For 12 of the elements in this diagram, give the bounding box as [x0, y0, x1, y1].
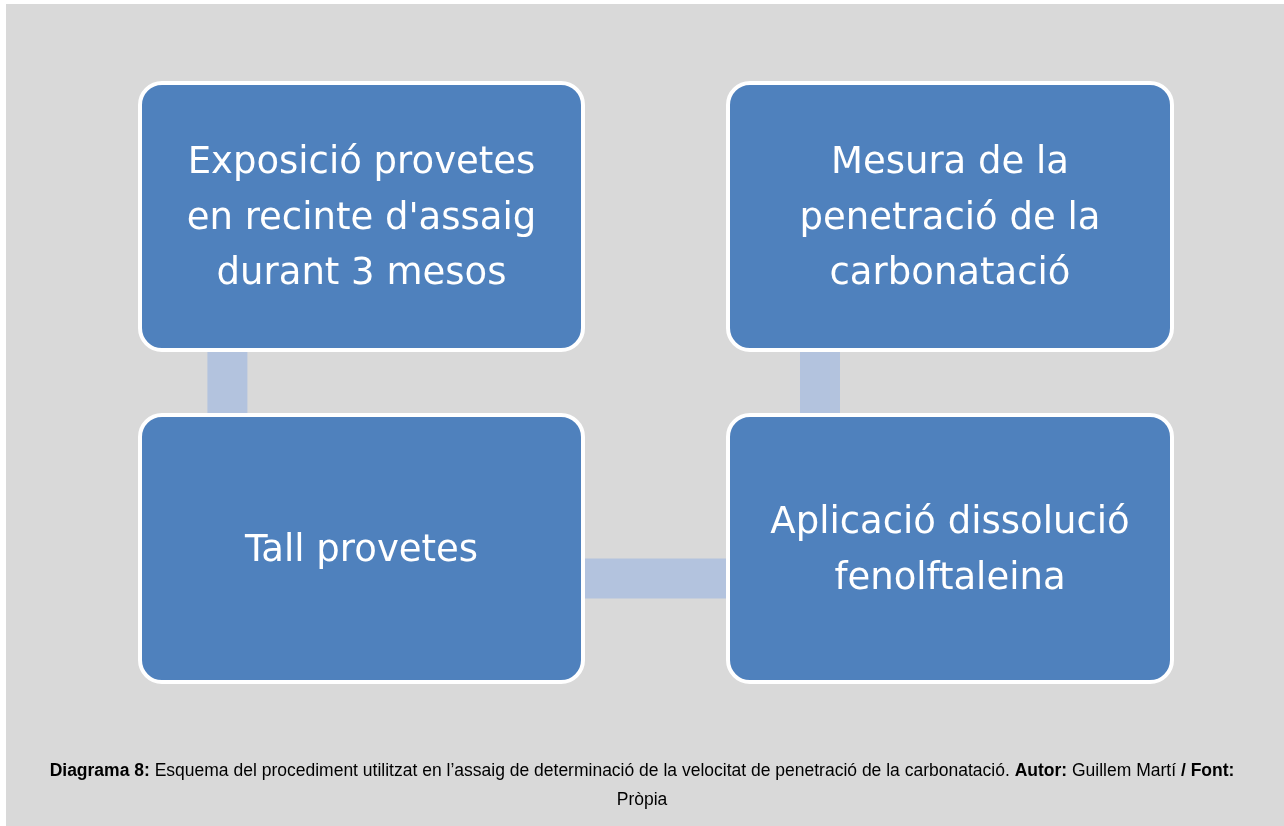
connector-bar — [800, 352, 840, 413]
process-box — [138, 413, 585, 684]
connector-bar — [207, 352, 248, 413]
connector-bar — [585, 558, 726, 599]
step-text: Aplicació dissolució fenolftaleina — [769, 498, 1131, 600]
process-box — [726, 413, 1174, 684]
process-box — [138, 81, 585, 352]
step-text: Tall provetes — [244, 525, 479, 572]
step-text: Mesura de la penetració de la carbonatació — [798, 138, 1102, 296]
step-text: Exposició provetes en recinte d'assaig durant 3 mesos — [185, 138, 538, 296]
caption: Diagrama 8: Esquema del procediment utilitzat en l’assaig de determinació de la velocitat de penetració de la carbonatació. Autor: Guillem Martí / Font: Pròpia — [48, 759, 1236, 811]
process-box — [726, 81, 1174, 352]
